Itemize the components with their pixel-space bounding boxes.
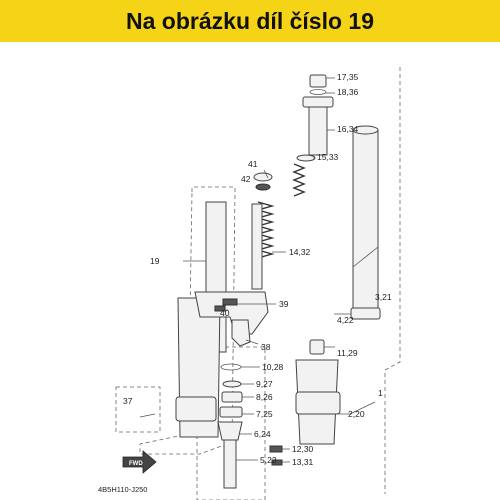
callout-38: 38 — [261, 342, 271, 352]
outer-tube-axle-boss — [295, 391, 341, 415]
assembly-frame-damper — [196, 346, 266, 500]
piston-metal-11-29 — [309, 339, 325, 355]
washer-9-27 — [222, 380, 242, 388]
callout-15-33: 15,33 — [317, 152, 339, 162]
dust-cap-42 — [255, 183, 271, 191]
callout-3-21: 3,21 — [375, 292, 392, 302]
part-number-banner: Na obrázku díl číslo 19 — [0, 0, 500, 42]
callout-7-25: 7,25 — [256, 409, 273, 419]
fwd-arrow-icon: FWD — [122, 450, 157, 474]
callout-8-26: 8,26 — [256, 392, 273, 402]
assembly-frame-bolt — [115, 386, 161, 433]
upper-cap-41 — [253, 172, 273, 182]
steering-stem — [251, 203, 263, 290]
callout-10-28: 10,28 — [262, 362, 284, 372]
inner-tube — [352, 129, 379, 311]
callout-40: 40 — [220, 308, 230, 318]
cable-guide-38 — [231, 319, 251, 347]
front-fork-exploded-diagram: FWD 17,35 18,36 16,34 15,33 41 42 14,32 … — [98, 67, 401, 500]
callout-12-30: 12,30 — [292, 444, 314, 454]
bolt-12-30 — [269, 445, 283, 453]
o-ring — [309, 89, 327, 95]
callout-18-36: 18,36 — [337, 87, 359, 97]
upper-fork-spring — [292, 163, 306, 197]
fork-spring — [255, 201, 275, 259]
callout-5-23: 5,23 — [260, 455, 277, 465]
washer — [296, 154, 316, 162]
callout-1: 1 — [378, 388, 383, 398]
bushing-7-25 — [219, 406, 243, 418]
bolt-40 — [214, 305, 226, 312]
callout-37: 37 — [123, 396, 133, 406]
cap-bolt — [309, 74, 327, 88]
callout-19: 19 — [150, 256, 160, 266]
callout-14-32: 14,32 — [289, 247, 311, 257]
callout-17-35: 17,35 — [337, 72, 359, 82]
callout-9-27: 9,27 — [256, 379, 273, 389]
bolt-39 — [222, 298, 238, 306]
leader-lines — [139, 77, 379, 463]
callout-11-29: 11,29 — [337, 348, 358, 358]
callout-2-20: 2,20 — [348, 409, 365, 419]
callout-16-34: 16,34 — [337, 124, 359, 134]
inner-tube-top-ring — [352, 125, 379, 135]
bolt-13-31 — [271, 459, 283, 466]
circlip-10-28 — [220, 363, 242, 371]
callout-4-22: 4,22 — [337, 315, 354, 325]
assembly-frame-right — [384, 67, 401, 494]
callout-41: 41 — [248, 159, 258, 169]
spacer-rod — [308, 106, 328, 156]
left-axle-clamp — [175, 396, 217, 422]
oil-seal-ring — [350, 307, 381, 320]
callout-6-24: 6,24 — [254, 429, 271, 439]
callout-42: 42 — [241, 174, 251, 184]
drawing-code: 4B5H110-J250 — [98, 485, 147, 494]
spacer-pipe — [302, 96, 334, 108]
fwd-label: FWD — [129, 461, 143, 467]
callout-13-31: 13,31 — [292, 457, 314, 467]
damper-rod-top-6-24 — [217, 421, 243, 441]
callout-39: 39 — [279, 299, 289, 309]
damper-rod-5-23 — [223, 439, 237, 489]
oil-seal-8-26 — [221, 391, 243, 403]
